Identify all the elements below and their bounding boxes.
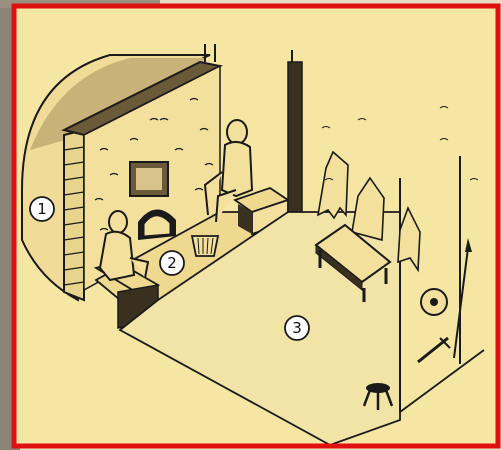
sword-guard bbox=[439, 337, 451, 349]
left-wall-hatching bbox=[63, 146, 85, 286]
spear bbox=[453, 247, 469, 359]
table-edge bbox=[315, 243, 363, 292]
label-1-text: 1 bbox=[37, 200, 47, 218]
label-3-text: 3 bbox=[292, 319, 302, 337]
stool-seat bbox=[366, 383, 390, 393]
shield-boss bbox=[430, 298, 438, 306]
bench-right-side bbox=[238, 204, 252, 234]
basket-weave bbox=[197, 237, 214, 255]
hanging-cloak-3 bbox=[397, 205, 421, 273]
label-2-text: 2 bbox=[167, 254, 177, 272]
hanging-cloak-1 bbox=[316, 150, 349, 220]
red-border bbox=[11, 3, 501, 449]
basket bbox=[190, 235, 220, 257]
table-legs bbox=[318, 250, 388, 302]
right-wall-marks bbox=[321, 106, 479, 181]
label-2-marker: 2 bbox=[159, 250, 185, 276]
seated-person-right bbox=[203, 119, 254, 223]
wall-stone-marks bbox=[94, 97, 214, 231]
stool-legs bbox=[362, 389, 394, 410]
hanging-cloak-2 bbox=[351, 176, 385, 242]
right-floor-edge bbox=[399, 349, 485, 413]
wall-tapestry-inner bbox=[136, 168, 162, 190]
center-post bbox=[287, 61, 303, 213]
hall-floor bbox=[118, 211, 401, 446]
label-1-marker: 1 bbox=[29, 196, 55, 222]
seated-person-left bbox=[98, 210, 150, 282]
spear-tip bbox=[465, 238, 472, 252]
fireplace-fire bbox=[143, 215, 171, 237]
label-3-marker: 3 bbox=[284, 315, 310, 341]
left-wall-edge bbox=[63, 128, 85, 302]
